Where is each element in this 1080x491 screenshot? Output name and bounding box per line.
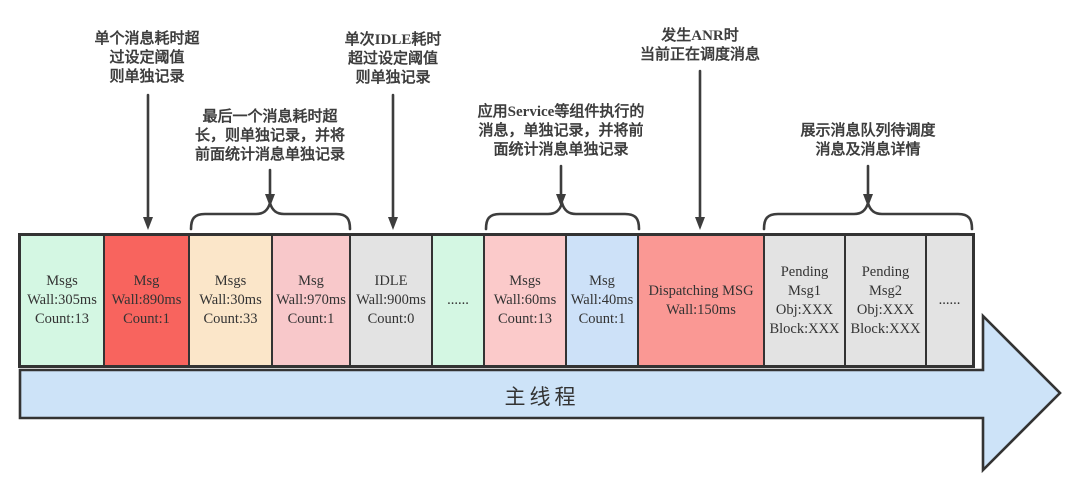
main-thread-label: 主线程 xyxy=(504,385,580,409)
block-msgs-batch-3: Msgs Wall:60ms Count:13 xyxy=(483,236,565,365)
annotation-service-msg: 应用Service等组件执行的 消息，单独记录，并将前 面统计消息单独记录 xyxy=(477,104,645,158)
block-single-msg-40: Msg Wall:40ms Count:1 xyxy=(565,236,637,365)
block-single-msg-970: Msg Wall:970ms Count:1 xyxy=(271,236,349,365)
block-pending-msg1: Pending Msg1 Obj:XXX Block:XXX xyxy=(763,236,844,365)
block-single-msg-890: Msg Wall:890ms Count:1 xyxy=(103,236,188,365)
annotation-single-msg: 单个消息耗时超 过设定阈值 则单独记录 xyxy=(94,31,200,85)
block-dispatching-msg: Dispatching MSG Wall:150ms xyxy=(637,236,763,365)
arrow-head xyxy=(265,194,275,207)
annotation-idle: 单次IDLE耗时 超过设定阈值 则单独记录 xyxy=(344,32,442,86)
message-timeline-row: Msgs Wall:305ms Count:13 Msg Wall:890ms … xyxy=(18,233,975,368)
annotation-last-msg: 最后一个消息耗时超 长，则单独记录，并将 前面统计消息单独记录 xyxy=(194,109,346,163)
arrow-idle xyxy=(388,93,398,230)
brace-service-msg-group xyxy=(484,198,641,231)
brace-last-msg-group xyxy=(189,198,352,231)
arrow-head xyxy=(863,194,873,207)
arrow-head xyxy=(143,217,153,230)
block-ellipsis-2: ...... xyxy=(925,236,972,365)
brace-pending-group xyxy=(762,198,974,231)
block-idle: IDLE Wall:900ms Count:0 xyxy=(349,236,431,365)
arrow-head xyxy=(556,194,566,207)
block-msgs-batch-1: Msgs Wall:305ms Count:13 xyxy=(21,236,103,365)
arrow-head xyxy=(388,217,398,230)
arrow-last-msg xyxy=(265,168,275,207)
arrow-anr xyxy=(695,69,705,230)
annotation-anr: 发生ANR时 当前正在调度消息 xyxy=(639,28,761,63)
block-ellipsis-1: ...... xyxy=(431,236,483,365)
arrow-pending-queue xyxy=(863,164,873,207)
annotation-pending-queue: 展示消息队列待调度 消息及消息详情 xyxy=(800,123,936,158)
block-msgs-batch-2: Msgs Wall:30ms Count:33 xyxy=(188,236,271,365)
arrow-service-msg xyxy=(556,164,566,207)
arrow-head xyxy=(695,217,705,230)
arrow-single-msg xyxy=(143,93,153,230)
block-pending-msg2: Pending Msg2 Obj:XXX Block:XXX xyxy=(844,236,925,365)
